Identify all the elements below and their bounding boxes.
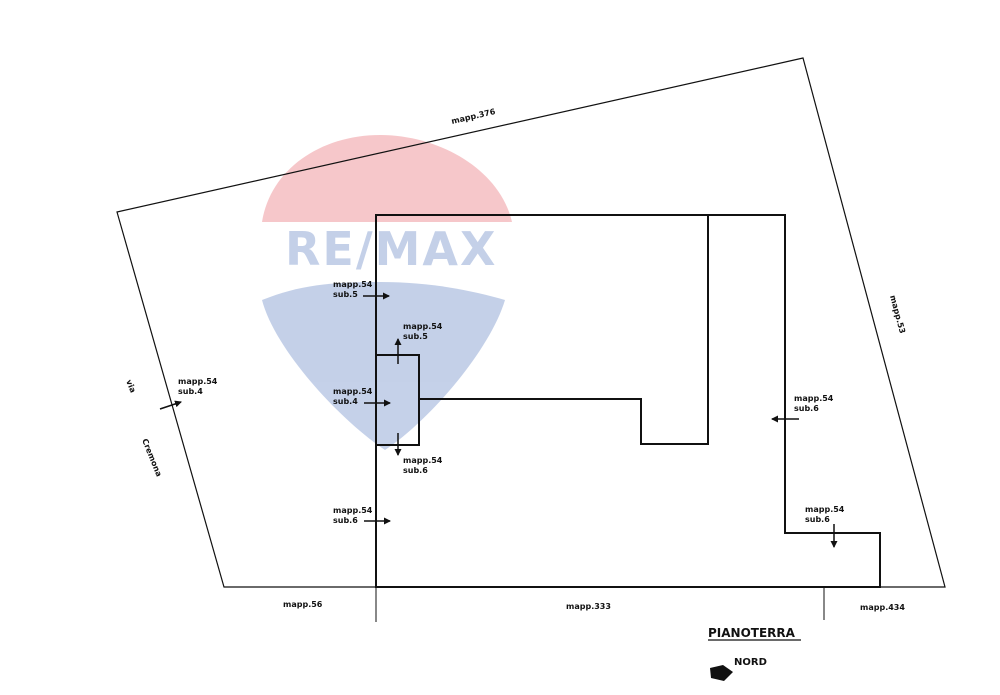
floor-title: PIANOTERRA (708, 626, 796, 640)
unit-top-left-sub: sub.5 (333, 290, 358, 299)
inner-wall (420, 215, 709, 445)
label-north-parcel: mapp.376 (450, 107, 496, 126)
label-street-via: via (124, 378, 137, 394)
unit-street-mapp: mapp.54 (178, 377, 218, 386)
label-south-east: mapp.434 (860, 603, 905, 612)
north-arrow-icon (710, 665, 733, 681)
unit-up-mapp: mapp.54 (403, 322, 443, 331)
unit-bottom-right-sub: sub.6 (805, 515, 830, 524)
label-south-mid: mapp.333 (566, 602, 611, 611)
unit-right-mapp: mapp.54 (794, 394, 834, 403)
label-east-parcel: mapp.53 (888, 294, 907, 334)
unit-top-left-mapp: mapp.54 (333, 280, 373, 289)
unit-down-sub: sub.6 (403, 466, 428, 475)
unit-right-sub: sub.6 (794, 404, 819, 413)
label-street-name: Cremona (140, 437, 163, 478)
remax-watermark: RE/MAX (262, 135, 512, 450)
unit-bottom-left-mapp: mapp.54 (333, 506, 373, 515)
unit-bottom-right-mapp: mapp.54 (805, 505, 845, 514)
unit-down-mapp: mapp.54 (403, 456, 443, 465)
label-south-west: mapp.56 (283, 600, 323, 609)
balloon-top (262, 135, 512, 222)
watermark-text: RE/MAX (285, 222, 498, 276)
lot-boundary (116, 57, 946, 588)
unit-bottom-left-sub: sub.6 (333, 516, 358, 525)
unit-up-sub: sub.5 (403, 332, 428, 341)
unit-mid-mapp: mapp.54 (333, 387, 373, 396)
unit-mid-sub: sub.4 (333, 397, 358, 406)
balloon-bottom (262, 282, 505, 450)
arrow-street (159, 400, 182, 410)
unit-street-sub: sub.4 (178, 387, 203, 396)
north-label: NORD (734, 657, 767, 668)
